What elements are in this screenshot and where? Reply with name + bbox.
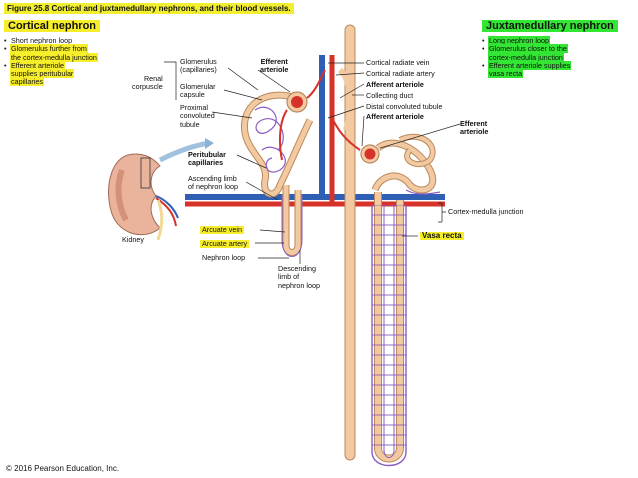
- cortical-bullets: •Short nephron loop •Glomerulus further …: [4, 36, 100, 87]
- leader-lines: [164, 61, 461, 264]
- distal-convoluted-tubule-label: Distal convoluted tubule: [366, 102, 443, 111]
- arcuate-vein-label: Arcuate vein: [200, 225, 244, 235]
- glomerulus-label: Glomerulus(capillaries): [180, 57, 217, 75]
- cortex-medulla-junction-label: Cortex-medulla junction: [448, 207, 524, 216]
- kidney-label: Kidney: [122, 235, 144, 244]
- juxtamedullary-nephron-title: Juxtamedullary nephron: [482, 20, 618, 32]
- cortical-radiate-artery-label: Cortical radiate artery: [366, 69, 435, 78]
- cortical-nephron-title: Cortical nephron: [4, 20, 101, 32]
- cortical-bullet-1: •Short nephron loop: [4, 36, 73, 45]
- jm-bullet-3: •Efferent arteriole supplies: [482, 60, 572, 70]
- cortical-bullet-3-cont: supplies peritubular: [10, 69, 75, 79]
- vasa-recta-label: Vasa recta: [420, 231, 464, 241]
- jm-bullet-1: •Long nephron loop: [482, 36, 550, 45]
- nephron-loop-label: Nephron loop: [202, 253, 246, 262]
- cortical-radiate-vessels: [319, 55, 335, 204]
- juxtamedullary-bullets: •Long nephron loop •Glomerulus closer to…: [482, 36, 618, 79]
- cortical-bullet-2-cont: the cortex-medulla junction: [10, 52, 98, 62]
- cortical-nephron-panel: Cortical nephron •Short nephron loop •Gl…: [4, 16, 101, 87]
- afferent-arteriole-1-label: Afferent arteriole: [366, 80, 424, 89]
- juxtamedullary-nephron-drawing: [331, 117, 441, 467]
- arcuate-artery-label: Arcuate artery: [200, 239, 250, 249]
- jm-bullet-3-cont: vasa recta: [488, 69, 524, 79]
- copyright: © 2016 Pearson Education, Inc.: [6, 464, 120, 473]
- cortical-bullet-2: •Glomerulus further from: [4, 44, 88, 54]
- jm-bullet-2: •Glomerulus closer to the: [482, 44, 568, 54]
- jm-bullet-2-cont: cortex-medulla junction: [488, 52, 564, 62]
- cortical-bullet-3: •Efferent arteriole: [4, 60, 66, 70]
- collecting-duct-label: Collecting duct: [366, 91, 414, 100]
- collecting-duct: [337, 24, 356, 461]
- kidney-illustration: [108, 138, 214, 241]
- juxtamedullary-nephron-panel: Juxtamedullary nephron •Long nephron loo…: [482, 16, 618, 79]
- figure-title: Figure 25.8 Cortical and juxtamedullary …: [4, 3, 294, 14]
- arcuate-vessels: [185, 194, 445, 207]
- cortical-nephron-drawing: [240, 69, 326, 257]
- afferent-arteriole-2-label: Afferent arteriole: [366, 112, 424, 121]
- cortical-bullet-3-cont2: capillaries: [10, 77, 44, 87]
- cortical-radiate-vein-label: Cortical radiate vein: [366, 58, 430, 67]
